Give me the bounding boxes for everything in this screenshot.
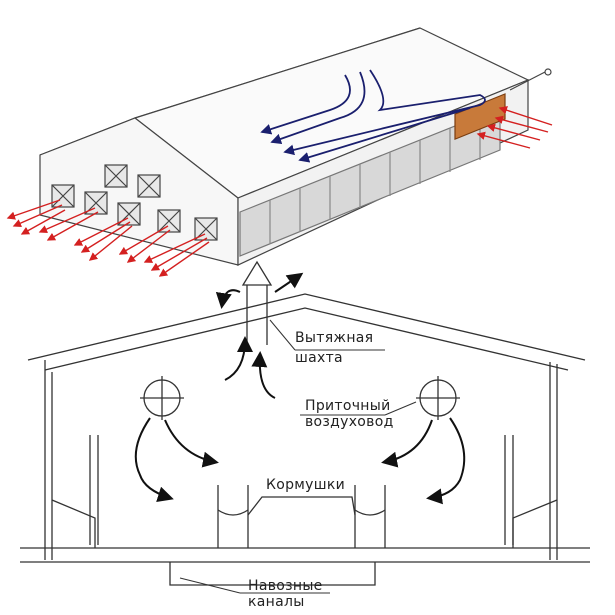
exhaust-fans [51,164,218,241]
barn-curtain-band [239,107,501,257]
supply-duct-label: Приточный воздуховод [305,398,394,430]
roof-inner [44,307,569,371]
manure-channel [169,562,376,586]
exhaust-shaft-label: Вытяжная шахта [295,330,373,366]
exhaust-shaft [215,260,385,399]
manure-channels-label-line2: каналы [248,594,305,610]
barn-3d-view [6,27,553,277]
roof-outer [27,293,586,361]
manure-channels-label: Навозные каналы [248,578,323,610]
manure-channels-label-line1: Навозные [248,578,323,594]
inside-airflow-arrows [260,69,486,163]
exhaust-shaft-label-line1: Вытяжная [295,330,374,346]
feeders [217,485,386,548]
supply-duct-label-line1: Приточный [305,398,391,414]
exhaust-shaft-label-line2: шахта [295,350,343,366]
light-fixture [544,68,552,76]
cross-section [20,260,590,594]
inlet-airflow-arrows [476,106,553,149]
exhaust-airflow-arrows [6,199,210,277]
supply-duct-label-line2: воздуховод [305,414,394,430]
feeders-label: Кормушки [266,477,346,493]
supply-ducts [134,376,466,505]
